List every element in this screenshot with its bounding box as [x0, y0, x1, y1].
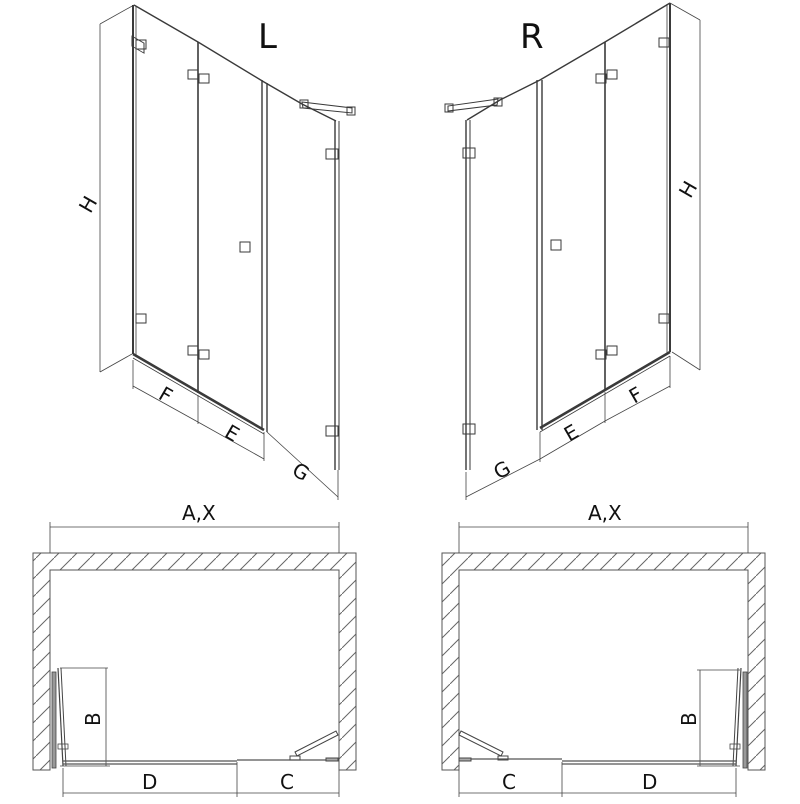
variant-label-left: L: [258, 17, 277, 57]
plan-right: [441, 522, 766, 797]
width-label-left: A,X: [182, 501, 216, 525]
elevation-left: [99, 4, 356, 500]
dimension-label-e-left: E: [221, 420, 244, 447]
height-label-right: H: [674, 177, 702, 202]
height-label-left: H: [74, 192, 102, 217]
side-label-b-left: B: [81, 712, 105, 726]
dimension-label-f-right: F: [625, 382, 647, 409]
variant-label-right: R: [520, 17, 544, 57]
side-label-b-right: B: [677, 712, 701, 726]
dimension-label-g-right: G: [489, 456, 514, 485]
height-dimension-left: [99, 4, 135, 373]
dimension-label-d-right: D: [642, 770, 657, 794]
dimension-label-d-left: D: [142, 770, 157, 794]
dimension-label-c-left: C: [280, 770, 294, 794]
dimension-label-g-left: G: [288, 457, 313, 486]
plan-left: [32, 522, 357, 797]
dimension-label-f-left: F: [155, 382, 177, 409]
width-label-right: A,X: [588, 501, 622, 525]
elevation-right: [444, 2, 701, 500]
dimension-label-c-right: C: [502, 770, 516, 794]
dimension-label-e-right: E: [560, 419, 583, 446]
height-dimension-right: [669, 2, 701, 371]
